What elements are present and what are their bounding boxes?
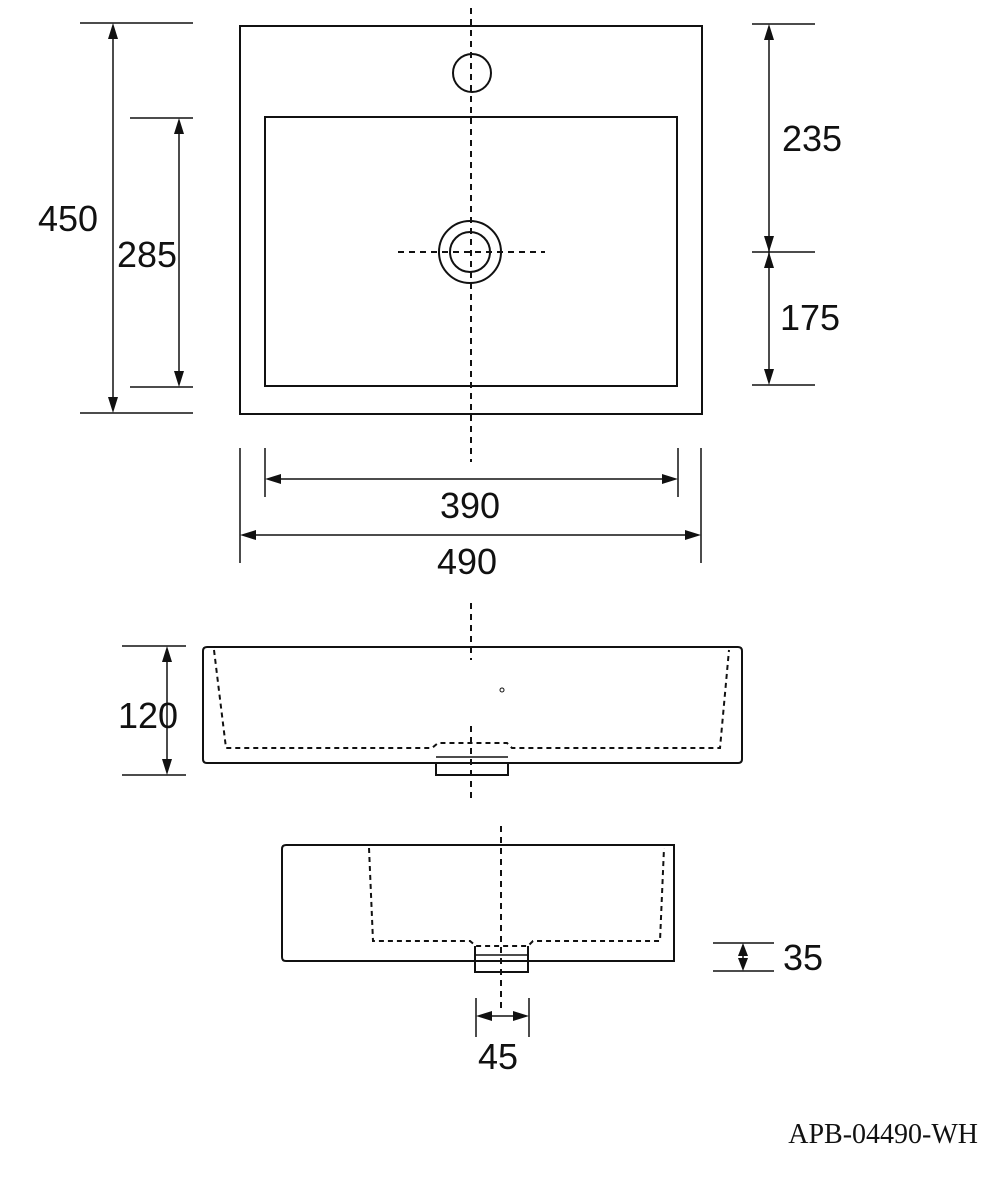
dimension-450: 450 — [38, 22, 193, 414]
dimension-label-120: 120 — [118, 695, 178, 736]
dimension-label-175: 175 — [780, 297, 840, 338]
dimension-285: 285 — [117, 117, 193, 388]
dimension-label-45: 45 — [478, 1036, 518, 1077]
dimension-label-35: 35 — [783, 937, 823, 978]
dimension-label-490: 490 — [437, 541, 497, 582]
model-code: APB-04490-WH — [788, 1119, 978, 1150]
dimension-235-175: 235 175 — [752, 23, 842, 386]
dimension-120: 120 — [118, 645, 186, 776]
side-view — [281, 826, 675, 1008]
dimension-label-285: 285 — [117, 234, 177, 275]
side-outline — [281, 844, 675, 962]
dimension-label-235: 235 — [782, 118, 842, 159]
dimension-label-390: 390 — [440, 485, 500, 526]
dimension-490: 490 — [239, 448, 702, 582]
dimension-390: 390 — [264, 448, 679, 526]
basin-outer-outline — [239, 25, 703, 415]
dimension-35: 35 — [713, 937, 823, 978]
front-inner-bowl — [213, 649, 730, 749]
front-view — [202, 603, 743, 803]
front-outline — [202, 646, 743, 764]
registered-mark — [499, 687, 505, 693]
top-view — [239, 8, 703, 462]
dimension-45: 45 — [475, 998, 530, 1077]
dimension-label-450: 450 — [38, 198, 98, 239]
side-inner-bowl — [368, 847, 665, 947]
